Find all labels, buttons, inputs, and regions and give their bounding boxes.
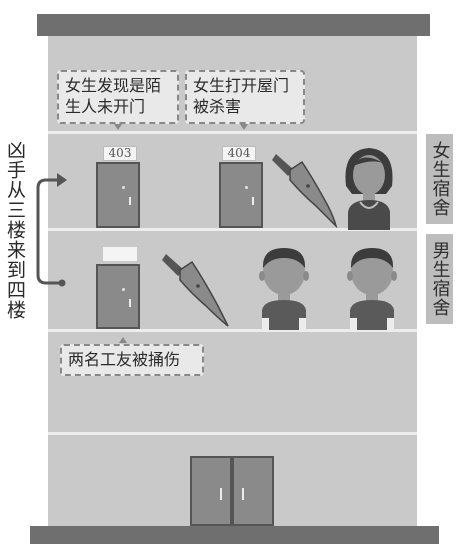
- floor-line: [48, 432, 417, 435]
- bubble-stranger-not-opened: 女生发现是陌生人未开门: [57, 70, 179, 124]
- label-female-dorm: 女生宿舍: [426, 134, 453, 224]
- building-base: [30, 526, 439, 544]
- entrance-door-left: [190, 456, 232, 526]
- bubble-opened-door-killed: 女生打开屋门被杀害: [185, 70, 305, 124]
- door-404: [219, 162, 263, 228]
- knife-icon: [272, 154, 338, 228]
- door-third-floor: [96, 264, 140, 329]
- killer-path-note: 凶手从三楼来到四楼: [4, 140, 26, 320]
- label-male-dorm: 男生宿舍: [426, 234, 453, 324]
- floor-line: [48, 329, 417, 332]
- floor-line: [48, 228, 417, 231]
- floor-line: [48, 131, 417, 134]
- entrance-door-right: [232, 456, 274, 526]
- male-worker-icon: [347, 248, 397, 330]
- bubble-workers-stabbed: 两名工友被捅伤: [60, 344, 204, 376]
- male-worker-icon: [259, 248, 309, 330]
- room-plate-blank: [103, 247, 137, 261]
- room-plate-404: 404: [222, 146, 256, 161]
- room-plate-403: 403: [103, 146, 137, 161]
- upward-arrow-icon: [36, 173, 67, 287]
- bubble-pointer: [119, 337, 127, 343]
- female-victim-icon: [345, 148, 393, 230]
- bubble-pointer: [240, 124, 248, 130]
- knife-icon: [162, 254, 229, 327]
- building-roof: [37, 14, 430, 36]
- bubble-pointer: [114, 124, 122, 130]
- door-403: [96, 162, 140, 228]
